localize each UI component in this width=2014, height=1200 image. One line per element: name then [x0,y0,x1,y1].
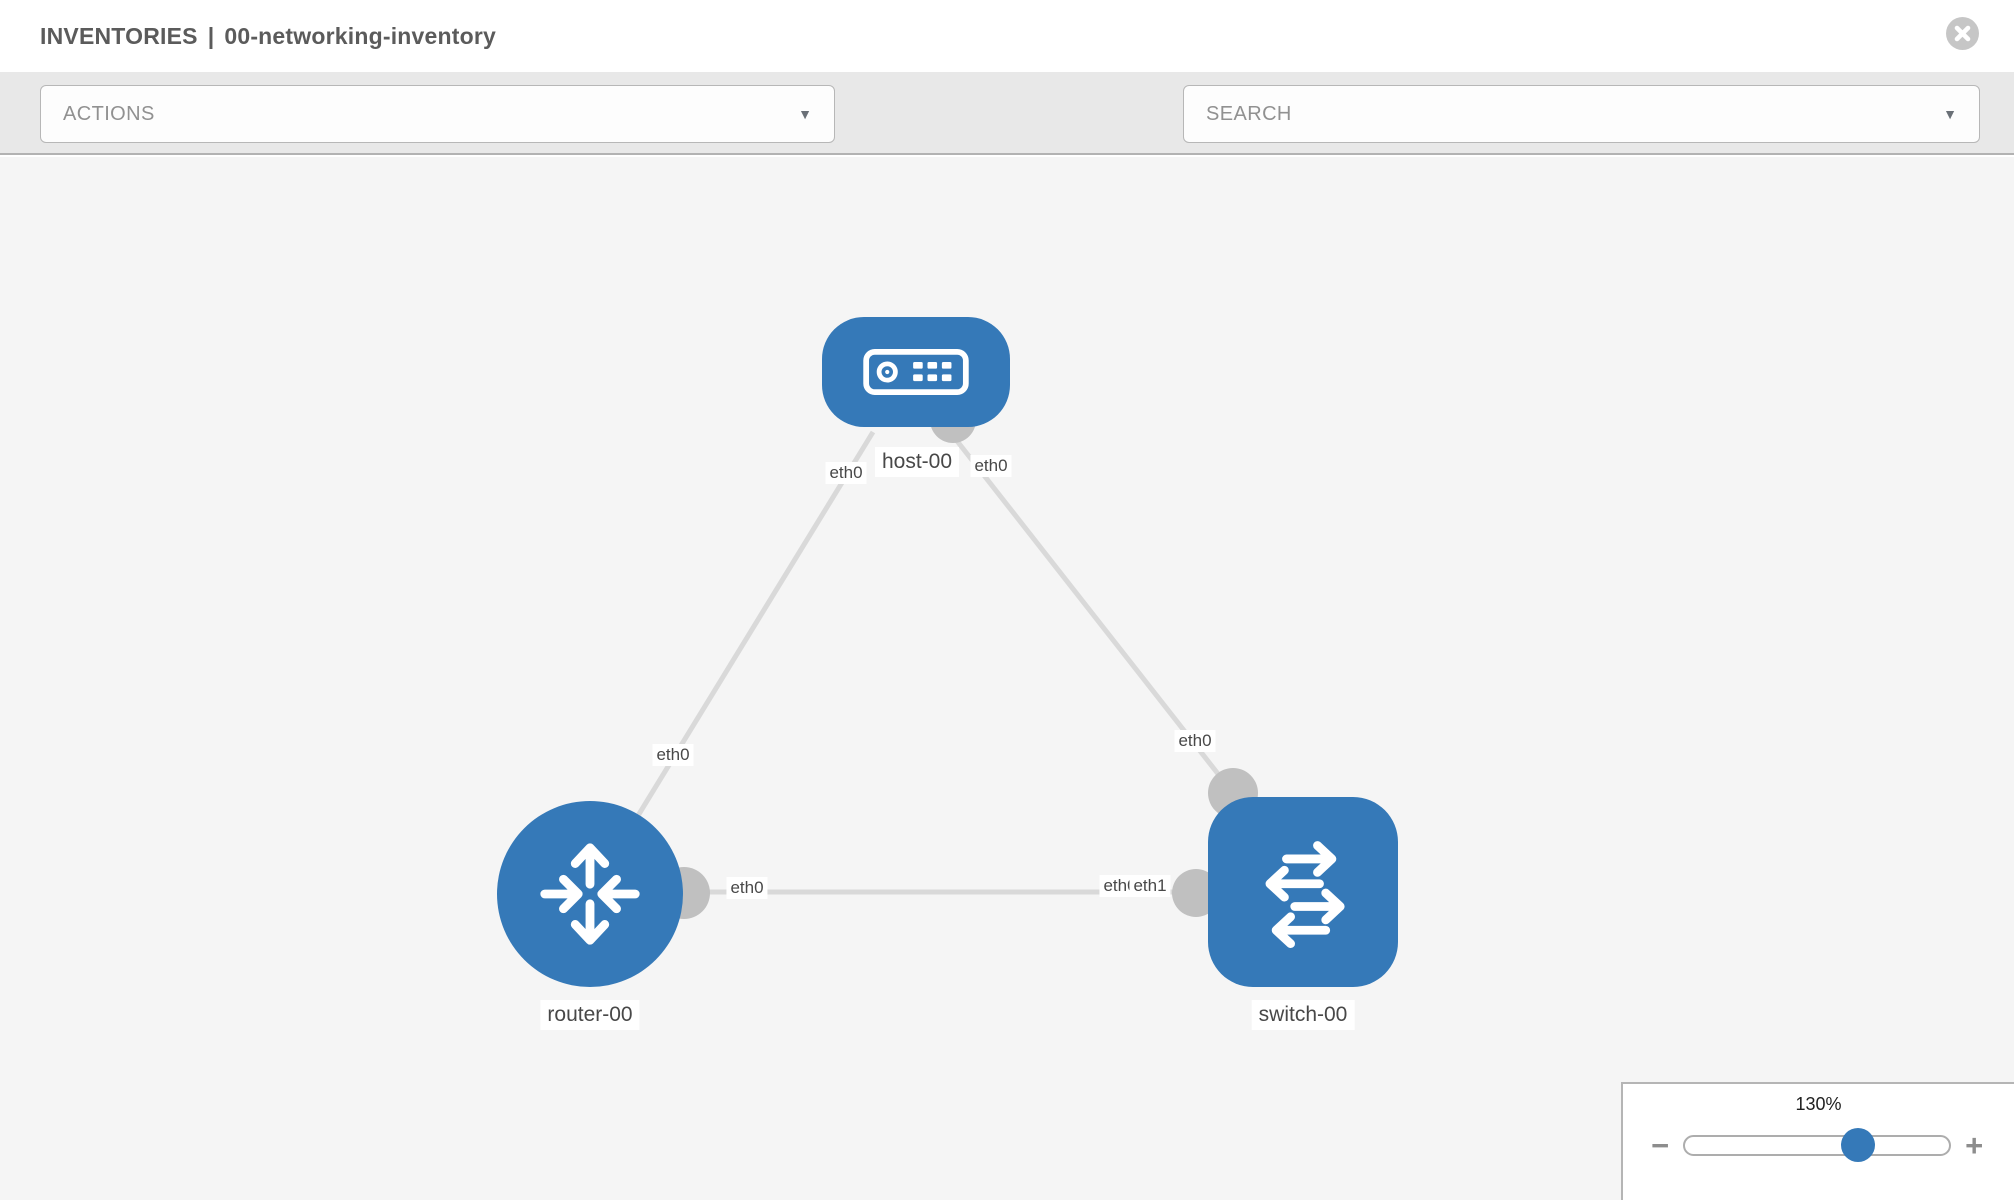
search-dropdown[interactable]: SEARCH ▼ [1183,85,1980,143]
node-label-switch-00: switch-00 [1251,1000,1355,1030]
iface-label-router-eth0-middle: eth0 [726,877,768,899]
actions-dropdown[interactable]: ACTIONS ▼ [40,85,835,143]
zoom-panel: 130% − + [1621,1082,2014,1200]
node-host-00[interactable] [822,317,1010,427]
router-icon [540,843,640,945]
title-separator: | [207,22,215,49]
zoom-slider-track[interactable] [1683,1128,1952,1162]
iface-label-switch-eth0-uplink: eth0 [1174,730,1216,752]
node-router-00[interactable] [497,801,683,987]
chevron-down-icon: ▼ [798,106,812,122]
node-label-host-00: host-00 [874,447,960,477]
title-prefix: INVENTORIES [40,22,198,49]
node-switch-00[interactable] [1208,797,1398,987]
close-icon [1954,25,1971,42]
iface-label-host-eth0-left: eth0 [825,462,867,484]
switch-icon [1265,841,1345,949]
zoom-in-button[interactable]: + [1965,1128,1984,1163]
search-dropdown-label: SEARCH [1206,102,1292,125]
links-layer [587,397,1303,919]
iface-label-host-eth0-right: eth0 [970,455,1012,477]
title-inventory-name: 00-networking-inventory [224,22,497,49]
zoom-slider-thumb[interactable] [1841,1128,1876,1162]
host-icon [863,349,969,395]
chevron-down-icon: ▼ [1943,106,1957,122]
node-label-router-00: router-00 [540,1000,640,1030]
toolbar: ACTIONS ▼ [0,72,2014,201]
zoom-value: 130% [1795,1094,1842,1114]
page-title: INVENTORIES | 00-networking-inventory [40,0,496,72]
close-button[interactable] [1946,17,1979,50]
zoom-out-button[interactable]: − [1651,1128,1670,1163]
header: INVENTORIES | 00-networking-inventory [0,0,2014,72]
actions-dropdown-label: ACTIONS [63,102,155,125]
zoom-slider-row: − + [1623,1128,2014,1163]
iface-label-switch-eth1: eth1 [1129,875,1171,897]
iface-label-router-eth0-uplink: eth0 [652,744,694,766]
topology-canvas[interactable]: host-00 router-00 switch-00 eth0 eth0 et… [0,157,2014,1200]
